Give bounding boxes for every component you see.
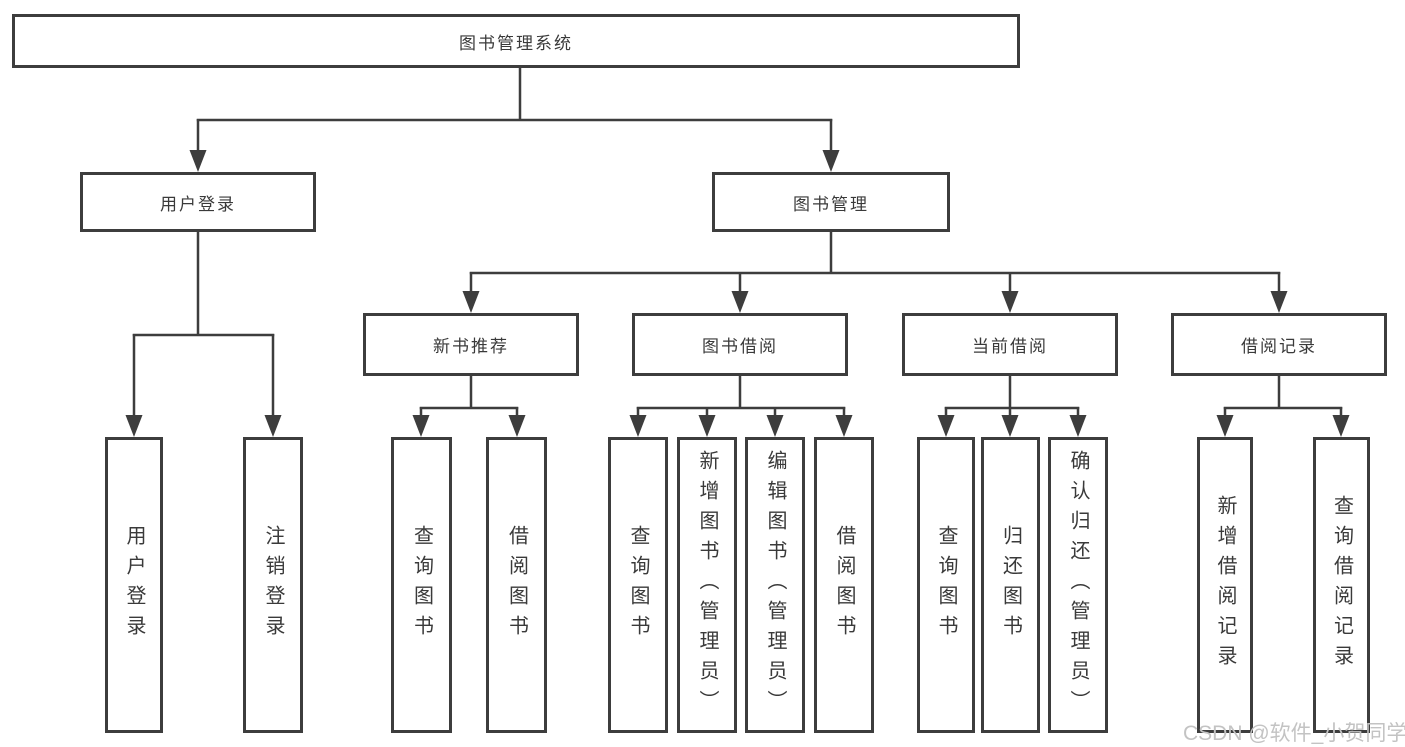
connector-new-book-recommend-to-leaves	[412, 376, 526, 437]
node-label: 图书管理系统	[459, 33, 573, 53]
arrowhead-down-icon	[822, 150, 840, 172]
node-label: 借阅图书	[833, 525, 855, 645]
arrowhead-down-icon	[1001, 415, 1019, 437]
arrowhead-down-icon	[412, 415, 430, 437]
node-label: 查询图书	[935, 525, 957, 645]
connector-borrowing-records-to-leaves	[1216, 376, 1350, 437]
node-current-borrowing: 当前借阅	[902, 313, 1118, 376]
node-label: 用户登录	[123, 525, 145, 645]
arrowhead-down-icon	[731, 291, 749, 313]
node-label: 查询图书	[627, 525, 649, 645]
node-label: 归还图书	[999, 525, 1022, 645]
node-label: 借阅图书	[505, 525, 528, 645]
arrowhead-down-icon	[264, 415, 282, 437]
node-label: 新书推荐	[433, 337, 509, 356]
leaf-current-query-books: 查询图书	[917, 437, 975, 733]
node-book-management: 图书管理	[712, 172, 950, 232]
arrowhead-down-icon	[462, 291, 480, 313]
node-label: 查询借阅记录	[1330, 495, 1353, 675]
node-borrowing-records: 借阅记录	[1171, 313, 1387, 376]
node-label: 确认归还（管理员）	[1067, 450, 1089, 720]
leaf-borrowing-borrow-books: 借阅图书	[814, 437, 874, 733]
node-label: 新增图书（管理员）	[696, 450, 718, 720]
node-label: 新增借阅记录	[1214, 495, 1236, 675]
node-label: 借阅记录	[1241, 337, 1317, 356]
arrowhead-down-icon	[1270, 291, 1288, 313]
leaf-borrowing-add-books-admin: 新增图书（管理员）	[677, 437, 737, 733]
leaf-recommend-borrow-books: 借阅图书	[486, 437, 547, 733]
node-label: 查询图书	[410, 525, 433, 645]
arrowhead-down-icon	[698, 415, 716, 437]
csdn-watermark: CSDN @软件_小贺同学	[1183, 722, 1405, 745]
node-label: 图书借阅	[702, 337, 778, 356]
arrowhead-down-icon	[629, 415, 647, 437]
arrowhead-down-icon	[937, 415, 955, 437]
node-label: 用户登录	[160, 194, 236, 214]
arrowhead-down-icon	[1332, 415, 1350, 437]
arrowhead-down-icon	[766, 415, 784, 437]
connector-current-borrowing-to-leaves	[937, 376, 1087, 437]
leaf-recommend-query-books: 查询图书	[391, 437, 452, 733]
arrowhead-down-icon	[189, 150, 207, 172]
node-label: 当前借阅	[972, 337, 1048, 356]
node-user-login: 用户登录	[80, 172, 316, 232]
connector-user-login-to-leaves	[125, 232, 282, 437]
leaf-records-add-record: 新增借阅记录	[1197, 437, 1253, 733]
connector-book-management-to-level3	[462, 232, 1288, 313]
arrowhead-down-icon	[1216, 415, 1234, 437]
arrowhead-down-icon	[508, 415, 526, 437]
node-root-library-management-system: 图书管理系统	[12, 14, 1020, 68]
node-label: 编辑图书（管理员）	[764, 450, 786, 720]
node-book-borrowing: 图书借阅	[632, 313, 848, 376]
leaf-borrowing-edit-books-admin: 编辑图书（管理员）	[745, 437, 805, 733]
leaf-current-return-books: 归还图书	[981, 437, 1040, 733]
connector-root-to-level2	[189, 68, 840, 172]
leaf-records-query-record: 查询借阅记录	[1313, 437, 1370, 733]
leaf-current-confirm-return-admin: 确认归还（管理员）	[1048, 437, 1108, 733]
arrowhead-down-icon	[1069, 415, 1087, 437]
node-label: 注销登录	[262, 525, 284, 645]
leaf-borrowing-query-books: 查询图书	[608, 437, 668, 733]
leaf-logout: 注销登录	[243, 437, 303, 733]
connector-book-borrowing-to-leaves	[629, 376, 853, 437]
arrowhead-down-icon	[835, 415, 853, 437]
arrowhead-down-icon	[125, 415, 143, 437]
node-new-book-recommend: 新书推荐	[363, 313, 579, 376]
node-label: 图书管理	[793, 194, 869, 214]
leaf-user-login: 用户登录	[105, 437, 163, 733]
arrowhead-down-icon	[1001, 291, 1019, 313]
